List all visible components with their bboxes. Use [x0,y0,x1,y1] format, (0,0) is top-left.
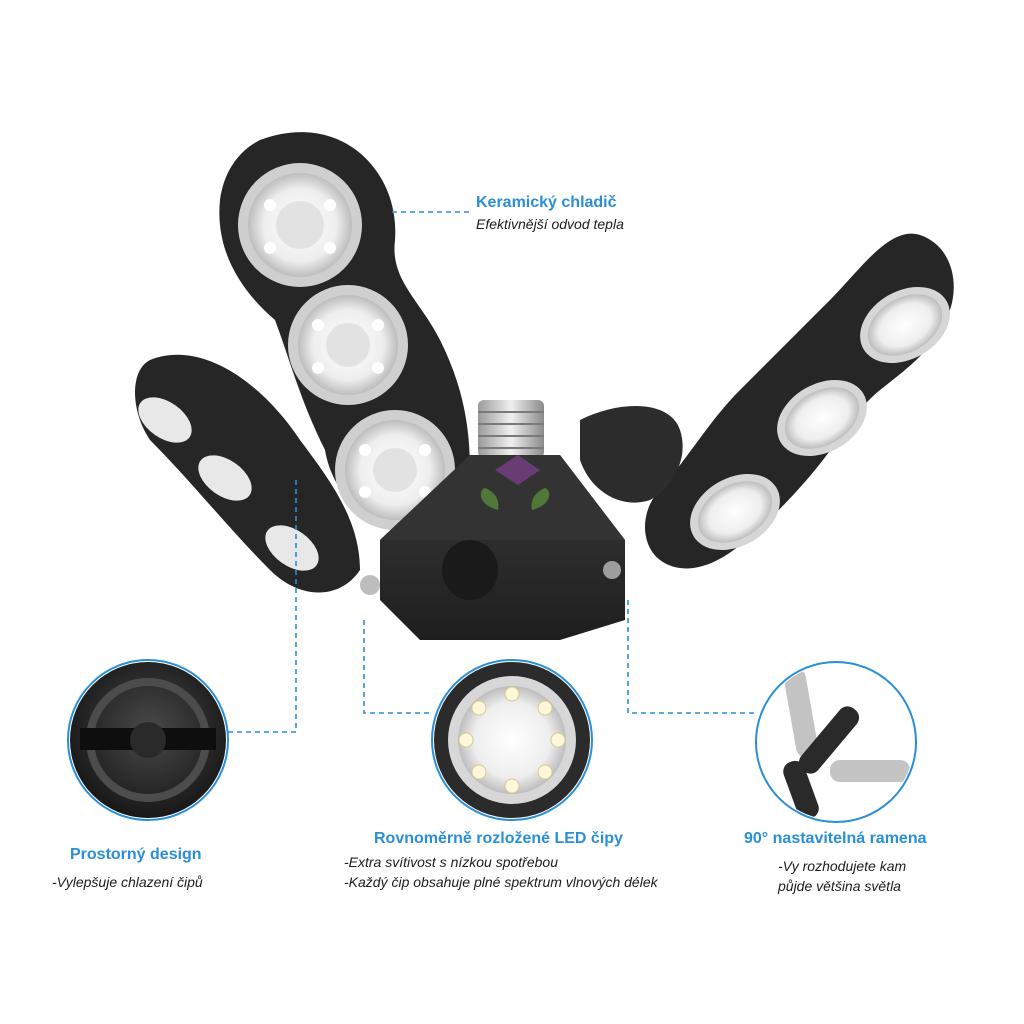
chips-desc-2: -Každý čip obsahuje plné spektrum vlnový… [344,874,658,890]
central-housing [360,455,625,640]
chips-title: Rovnoměrně rozložené LED čipy [374,830,623,847]
top-left-arm [219,132,470,533]
chips-desc-1: -Extra svítivost s nízkou spotřebou [344,854,558,870]
detail-circle-chips [431,659,593,821]
rear-arm [580,406,683,503]
detail-circle-arms [755,661,917,823]
e27-screw-base [478,400,544,458]
callout-connectors [228,211,758,733]
arms-desc-2: půjde většina světla [778,878,901,894]
design-title: Prostorný design [70,846,202,863]
left-arm [135,354,360,593]
heatsink-desc: Efektivnější odvod tepla [476,216,624,232]
heatsink-title: Keramický chladič [476,194,617,211]
detail-circle-design [67,659,229,821]
arms-desc-1: -Vy rozhodujete kam [778,858,907,874]
leaf-logo-icon [480,455,550,510]
right-arm [645,233,954,569]
design-desc: -Vylepšuje chlazení čipů [52,874,203,890]
arms-title: 90° nastavitelná ramena [744,830,927,847]
